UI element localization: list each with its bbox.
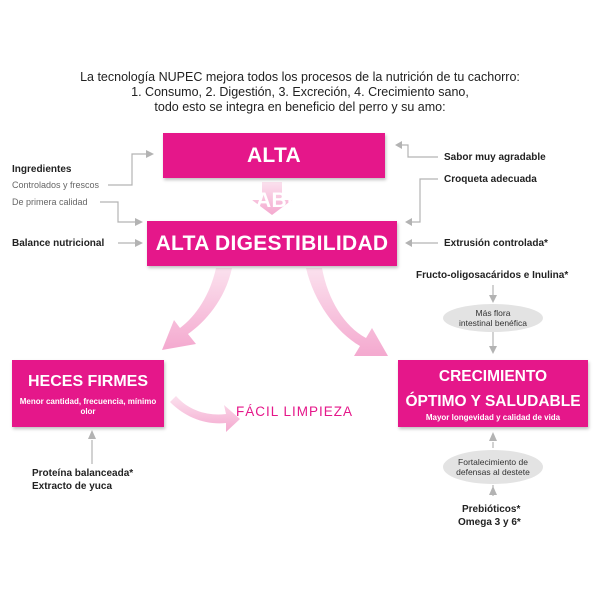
growth-subtitle: Mayor longevidad y calidad de vida [425, 413, 561, 422]
vertical-arrowheads [88, 295, 497, 495]
balance-label: Balance nutricional [12, 238, 105, 249]
fos-label: Fructo-oligosacáridos e Inulina* [416, 270, 569, 281]
controlled-label: Controlados y frescos [12, 180, 100, 190]
ingredients-label: Ingredientes [12, 164, 72, 175]
stools-title: HECES FIRMES [27, 373, 148, 390]
box-alta-palatabilidad: ALTA PALATABILIDAD [163, 133, 385, 212]
yucca-label: Extracto de yuca [32, 481, 113, 492]
intro-line-3: todo esto se integra en beneficio del pe… [154, 100, 446, 114]
pink-arrow-to-stools [162, 268, 232, 350]
digestibility-title: ALTA DIGESTIBILIDAD [155, 232, 389, 255]
left-arrowheads [135, 150, 154, 247]
growth-title-line-1: CRECIMIENTO [438, 368, 548, 385]
kibble-label: Croqueta adecuada [444, 174, 537, 185]
intro-text: La tecnología NUPEC mejora todos los pro… [40, 70, 560, 115]
pink-arrow-down [252, 182, 292, 215]
prebiotics-label: Prebióticos* [462, 504, 521, 515]
flora-bubble: Más flora intestinal benéfica [443, 304, 543, 332]
palatability-title: ALTA PALATABILIDAD [189, 144, 359, 212]
omega-label: Omega 3 y 6* [458, 517, 521, 528]
easy-cleaning-label: FÁCIL LIMPIEZA [236, 404, 354, 419]
box-alta-digestibilidad: ALTA DIGESTIBILIDAD [147, 221, 397, 266]
stools-subtitle: Menor cantidad, frecuencia, mínimo olor [19, 397, 157, 416]
box-crecimiento: CRECIMIENTO ÓPTIMO Y SALUDABLE Mayor lon… [398, 360, 588, 427]
flora-line-1: Más flora [475, 308, 511, 318]
right-connectors [402, 144, 438, 244]
left-connectors [100, 153, 146, 244]
defense-bubble: Fortalecimiento de defensas al destete [443, 450, 543, 484]
protein-label: Proteína balanceada* [32, 468, 134, 479]
first-quality-label: De primera calidad [12, 197, 88, 207]
right-arrowheads [395, 141, 412, 247]
defense-line-1: Fortalecimiento de [458, 457, 528, 467]
pink-arrow-to-cleaning [170, 396, 240, 432]
flora-line-2: intestinal benéfica [458, 318, 528, 328]
defense-line-2: defensas al destete [456, 467, 530, 477]
growth-title-line-2: ÓPTIMO Y SALUDABLE [405, 393, 581, 410]
intro-line-2: 1. Consumo, 2. Digestión, 3. Excreción, … [131, 85, 469, 99]
box-heces-firmes: HECES FIRMES Menor cantidad, frecuencia,… [12, 360, 164, 427]
extrusion-label: Extrusión controlada* [444, 238, 548, 249]
intro-line-1: La tecnología NUPEC mejora todos los pro… [80, 70, 520, 84]
pink-arrow-to-growth [306, 268, 388, 356]
flavor-label: Sabor muy agradable [444, 152, 546, 163]
